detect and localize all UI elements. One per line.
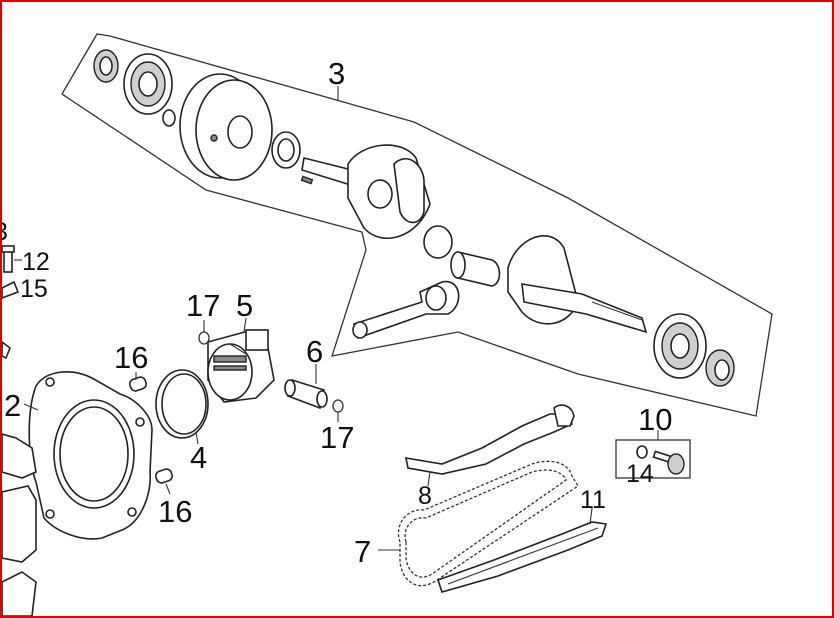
timing-chain-icon — [397, 460, 579, 587]
callout-4: 4 — [190, 440, 207, 475]
crankshaft-assembly-icon — [93, 49, 735, 387]
callout-12: 12 — [22, 248, 50, 276]
callout-16-top: 16 — [114, 340, 148, 375]
cylinder-gasket-icon — [28, 371, 153, 540]
leader-8 — [427, 471, 431, 487]
callout-10: 10 — [638, 402, 672, 437]
leader-4 — [195, 431, 199, 445]
callout-2: 2 — [4, 388, 21, 423]
piston-icon — [207, 329, 275, 403]
callout-11: 11 — [580, 486, 606, 514]
tensioner-bolt-box — [615, 439, 691, 479]
crankshaft-assembly-outline — [61, 33, 773, 417]
callout-15: 15 — [20, 275, 48, 303]
dowel-pin-icon — [129, 376, 173, 484]
partial-part-left — [2, 341, 11, 360]
callout-6: 6 — [306, 334, 323, 369]
callout-5: 5 — [236, 288, 253, 323]
callout-13-partial: 3 — [2, 218, 8, 246]
callout-3: 3 — [328, 56, 345, 91]
cylinder-partial — [2, 433, 37, 616]
leader-2 — [23, 403, 39, 411]
callout-16-bottom: 16 — [158, 494, 192, 529]
callout-8: 8 — [418, 482, 432, 510]
callout-17-top: 17 — [186, 288, 220, 323]
leader-11 — [589, 507, 593, 525]
tensioner-bolt-icon — [636, 445, 685, 475]
piston-pin-icon — [284, 378, 328, 410]
chain-tensioner-guide-icon — [404, 404, 575, 475]
callout-7: 7 — [354, 534, 371, 569]
leader-16b — [165, 483, 171, 495]
chain-guide-icon — [436, 521, 608, 593]
callout-14: 14 — [626, 460, 654, 488]
washer-icon — [2, 280, 20, 299]
bolt-icon — [2, 245, 15, 273]
piston-ring-icon — [155, 369, 209, 439]
leader-5 — [243, 317, 247, 333]
callout-17-bottom: 17 — [320, 420, 354, 455]
